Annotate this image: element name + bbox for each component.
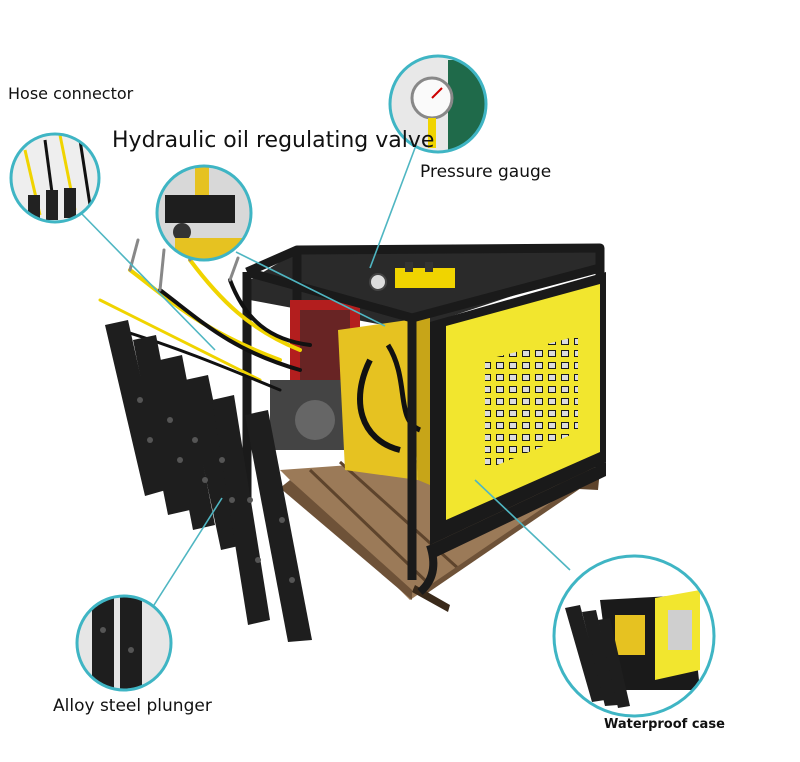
regulating-valve-label: Hydraulic oil regulating valve	[112, 128, 435, 153]
splitter-plungers	[105, 320, 312, 642]
alloy-plunger-label: Alloy steel plunger	[53, 696, 212, 716]
yellow-side-panel	[417, 272, 606, 596]
leader-lines	[79, 147, 571, 606]
waterproof-case-label: Waterproof case	[604, 717, 725, 732]
regulating-valve-callout	[155, 164, 253, 262]
alloy-plunger-callout	[75, 594, 173, 692]
waterproof-case-callout	[552, 554, 716, 718]
pressure-gauge-label: Pressure gauge	[420, 162, 552, 182]
hose-connector-label: Hose connector	[8, 84, 134, 103]
machine-internals	[250, 250, 600, 485]
hose-connector-callout	[9, 132, 101, 224]
